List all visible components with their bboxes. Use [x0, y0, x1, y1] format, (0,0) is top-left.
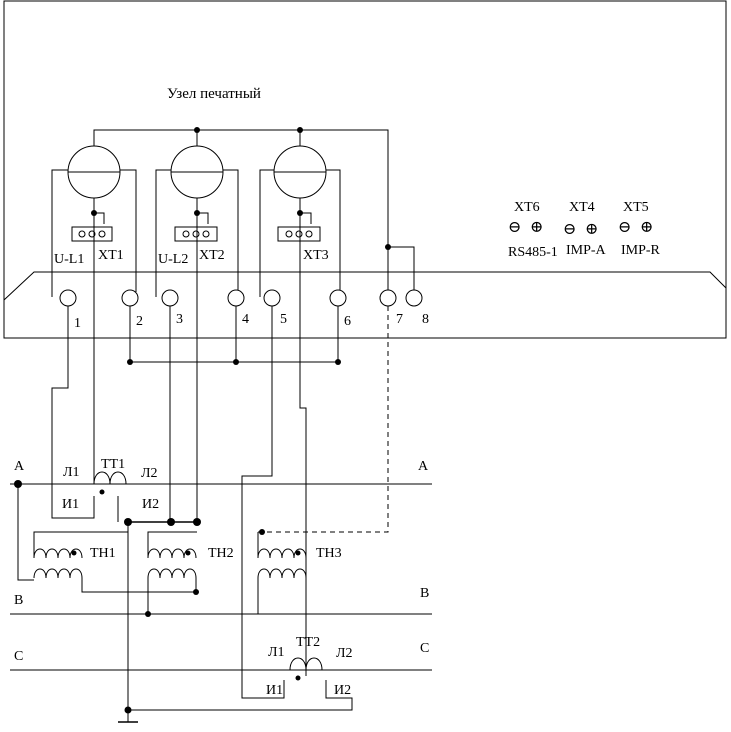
- terminal-number-5: 5: [280, 312, 287, 327]
- tt1-i1: И1: [62, 497, 79, 512]
- minus-sign-icon: ⊖: [563, 221, 576, 238]
- phase-a-label-right: A: [418, 459, 429, 474]
- current-transformer-tt1: [93, 471, 127, 495]
- terminal-number-6: 6: [344, 314, 351, 329]
- tt2-l2: Л2: [336, 646, 353, 661]
- terminal-number-2: 2: [136, 314, 143, 329]
- terminal-3: [161, 289, 179, 307]
- junction-dot: [297, 127, 303, 133]
- tt1-i2: И2: [142, 497, 159, 512]
- plus-sign-icon: ⊕: [530, 219, 543, 236]
- minus-sign-icon: ⊖: [618, 219, 631, 236]
- terminal-4: [227, 289, 245, 307]
- tt1-l2: Л2: [141, 466, 158, 481]
- measuring-element-1: [51, 145, 137, 297]
- meter-outline: [3, 0, 727, 339]
- measuring-element-3: [259, 145, 341, 297]
- interface-name-xt4: XT4: [569, 200, 595, 215]
- terminal-number-7: 7: [396, 312, 403, 327]
- junction-dot: [193, 518, 201, 526]
- tt2-l1: Л1: [268, 645, 285, 660]
- voltage-transformer-tn3: [257, 529, 307, 614]
- meter-terminals: [59, 289, 423, 307]
- tn3-name: ТН3: [316, 546, 342, 561]
- junction-dot: [145, 611, 151, 617]
- tt1-name: ТТ1: [101, 457, 125, 472]
- measuring-element-2: [155, 145, 239, 297]
- phase-b-label-right: B: [420, 586, 429, 601]
- tt2-name: ТТ2: [296, 635, 320, 650]
- terminal-1: [59, 289, 77, 307]
- meter-housing: [3, 0, 727, 339]
- tt2-i1: И1: [266, 683, 283, 698]
- meter-title: Узел печатный: [167, 86, 261, 102]
- junction-dot: [127, 359, 133, 365]
- interface-label-imp-a: IMP-A: [566, 243, 607, 258]
- wire-t5: [241, 306, 285, 699]
- phase-c-label-right: C: [420, 641, 429, 656]
- phase-c-label-left: C: [14, 649, 23, 664]
- plus-sign-icon: ⊕: [585, 221, 598, 238]
- terminal-block-name-2: XT2: [199, 248, 225, 263]
- junction-dot: [385, 244, 391, 250]
- voltage-transformer-tn2: [147, 531, 199, 614]
- bridge-7-8: [388, 246, 415, 297]
- voltage-transformer-tn1: [33, 531, 196, 593]
- current-transformer-tt2: [289, 657, 323, 681]
- terminal-number-8: 8: [422, 312, 429, 327]
- phase-a-label-left: A: [14, 459, 25, 474]
- tt2-i2: И2: [334, 683, 351, 698]
- terminal-7: [379, 289, 397, 307]
- terminal-block-label-2: U-L2: [158, 252, 188, 267]
- terminal-5: [263, 289, 281, 307]
- junction-dot: [167, 518, 175, 526]
- junction-dot: [194, 127, 200, 133]
- terminal-6: [329, 289, 347, 307]
- terminal-number-4: 4: [242, 312, 249, 327]
- interface-label-imp-r: IMP-R: [621, 243, 661, 258]
- terminal-number-3: 3: [176, 312, 183, 327]
- phase-b-label-left: B: [14, 593, 23, 608]
- tn2-name: ТН2: [208, 546, 234, 561]
- minus-sign-icon: ⊖: [508, 219, 521, 236]
- interface-label-rs485: RS485-1: [508, 245, 558, 260]
- junction-dot: [233, 359, 239, 365]
- wire-t7-dashed: [258, 306, 389, 533]
- terminal-8: [405, 289, 423, 307]
- terminal-2: [121, 289, 139, 307]
- tn1-name: ТН1: [90, 546, 116, 561]
- interface-name-xt5: XT5: [623, 200, 649, 215]
- interface-name-xt6: XT6: [514, 200, 540, 215]
- wire-t1: [51, 306, 95, 519]
- plus-sign-icon: ⊕: [640, 219, 653, 236]
- wire-phase-a-tn1: [17, 484, 34, 581]
- tt1-l1: Л1: [63, 465, 80, 480]
- junction-dot: [335, 359, 341, 365]
- wire-tt2-i2: [128, 680, 353, 711]
- wire-phase-c-voltage: [299, 213, 307, 676]
- terminal-block-name-3: XT3: [303, 248, 329, 263]
- terminal-cover-line: [3, 271, 727, 301]
- terminal-block-label-1: U-L1: [54, 252, 84, 267]
- terminal-block-name-1: XT1: [98, 248, 124, 263]
- terminal-number-1: 1: [74, 316, 81, 331]
